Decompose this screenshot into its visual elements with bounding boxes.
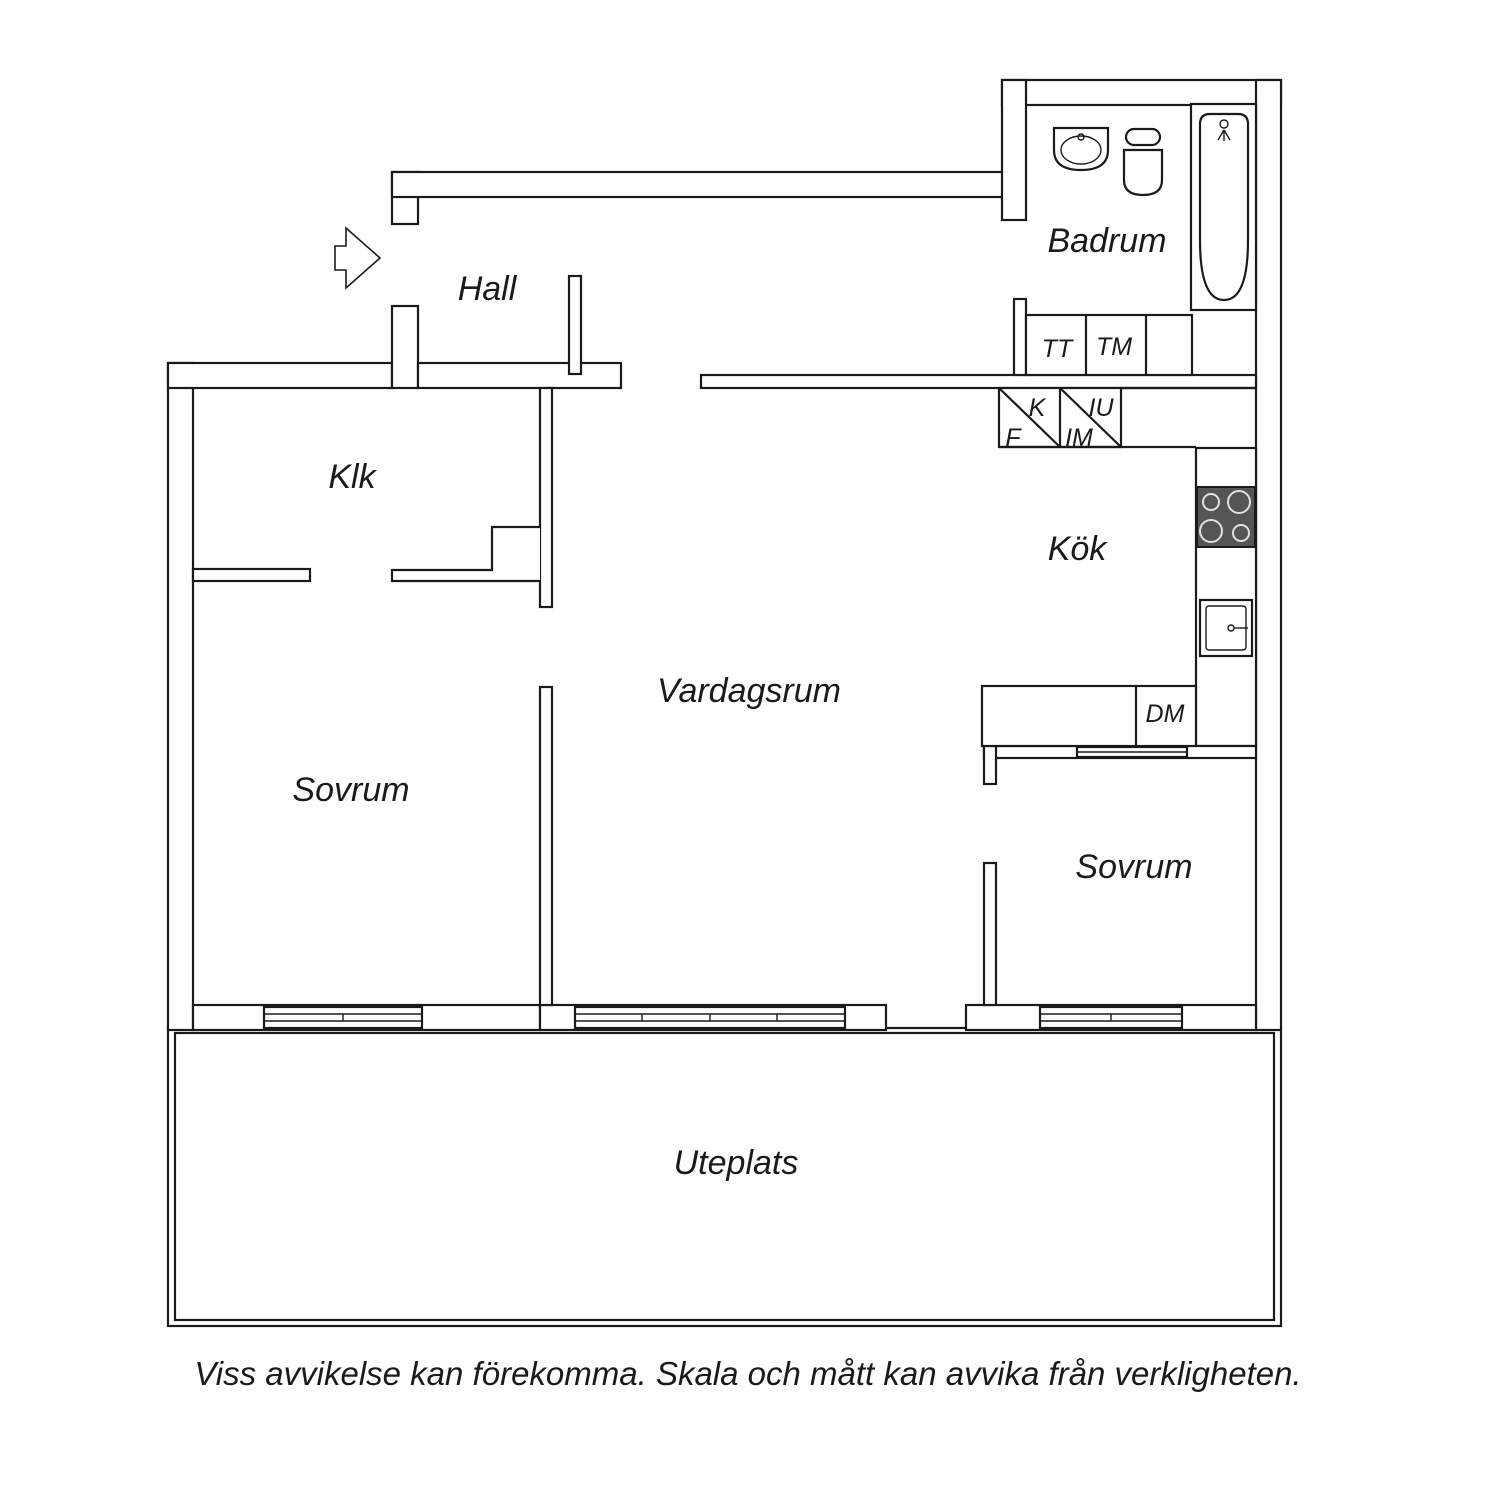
room-label-sovrum-right: Sovrum <box>1075 848 1192 886</box>
disclaimer-text: Viss avvikelse kan förekomma. Skala och … <box>194 1355 1301 1392</box>
entrance-arrow-icon <box>334 226 382 290</box>
terrace-inner-outline <box>173 1031 1276 1322</box>
room-label-hall: Hall <box>458 270 518 308</box>
kitchen-counter-lower <box>980 684 1198 748</box>
fixture-label-im: IM <box>1065 424 1093 452</box>
room-label-sovrum-left: Sovrum <box>292 771 409 809</box>
fixture-label-dm: DM <box>1146 700 1185 728</box>
fridge-freezer-units <box>997 386 1256 449</box>
washbasin-icon <box>1052 126 1110 172</box>
stove-icon <box>1196 486 1256 548</box>
room-label-uteplats: Uteplats <box>674 1144 799 1182</box>
room-label-badrum: Badrum <box>1047 222 1166 260</box>
fixture-label-tt: TT <box>1042 335 1074 363</box>
fixture-label-f: F <box>1005 424 1022 452</box>
room-label-vardagsrum: Vardagsrum <box>657 672 841 710</box>
toilet-icon <box>1122 127 1164 197</box>
room-label-klk: Klk <box>328 458 377 496</box>
terrace-outline <box>166 1026 1283 1328</box>
fixture-label-k: K <box>1029 394 1047 422</box>
kitchen-sink-icon <box>1198 598 1254 658</box>
bathtub-icon <box>1189 102 1258 312</box>
windows <box>262 745 1189 1030</box>
room-label-kok: Kök <box>1048 530 1109 568</box>
fixture-label-iu: IU <box>1089 394 1115 422</box>
laundry-cabinets <box>1024 313 1194 377</box>
exterior-walls <box>166 78 1283 1032</box>
fixture-label-tm: TM <box>1096 333 1132 361</box>
